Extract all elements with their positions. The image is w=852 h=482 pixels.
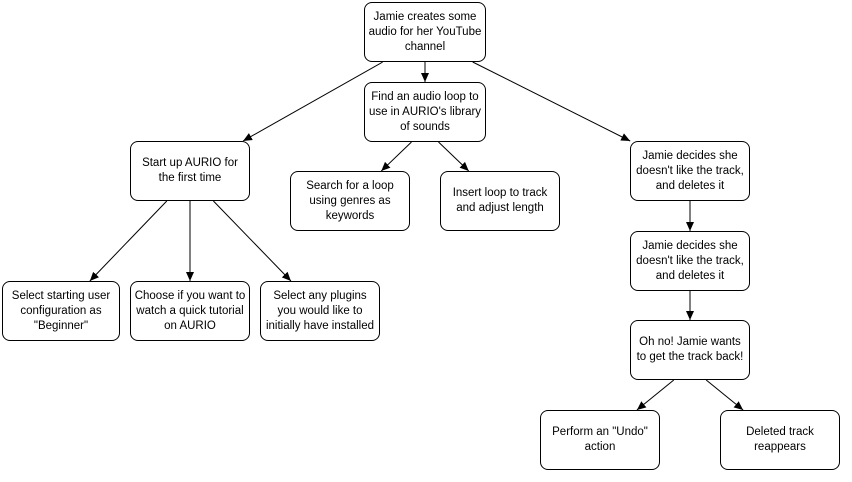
edge-n11-to-n13 <box>705 379 744 411</box>
edge-n2-to-n5 <box>438 141 470 172</box>
node-perform-undo: Perform an "Undo" action <box>540 410 660 470</box>
edge-n3-to-n10 <box>213 200 292 282</box>
node-jamie-creates-audio: Jamie creates some audio for her YouTube… <box>364 2 486 62</box>
edge-n1-to-n3 <box>242 61 383 142</box>
node-jamie-deletes-track-1: Jamie decides she doesn't like the track… <box>630 141 750 201</box>
node-choose-tutorial: Choose if you want to watch a quick tuto… <box>130 281 250 341</box>
node-select-user-configuration: Select starting user configuration as "B… <box>2 281 120 341</box>
node-search-for-loop: Search for a loop using genres as keywor… <box>290 171 410 231</box>
node-insert-loop: Insert loop to track and adjust length <box>440 171 560 231</box>
node-start-up-aurio: Start up AURIO for the first time <box>130 141 250 201</box>
edge-n3-to-n8 <box>89 200 168 282</box>
node-jamie-deletes-track-2: Jamie decides she doesn't like the track… <box>630 231 750 291</box>
edge-n11-to-n12 <box>636 379 675 411</box>
node-select-plugins: Select any plugins you would like to ini… <box>260 281 380 341</box>
edge-n1-to-n6 <box>472 61 631 142</box>
edge-n2-to-n4 <box>380 141 412 172</box>
node-jamie-wants-track-back: Oh no! Jamie wants to get the track back… <box>630 320 750 380</box>
node-find-audio-loop: Find an audio loop to use in AURIO's lib… <box>364 82 486 142</box>
node-deleted-track-reappears: Deleted track reappears <box>720 410 840 470</box>
